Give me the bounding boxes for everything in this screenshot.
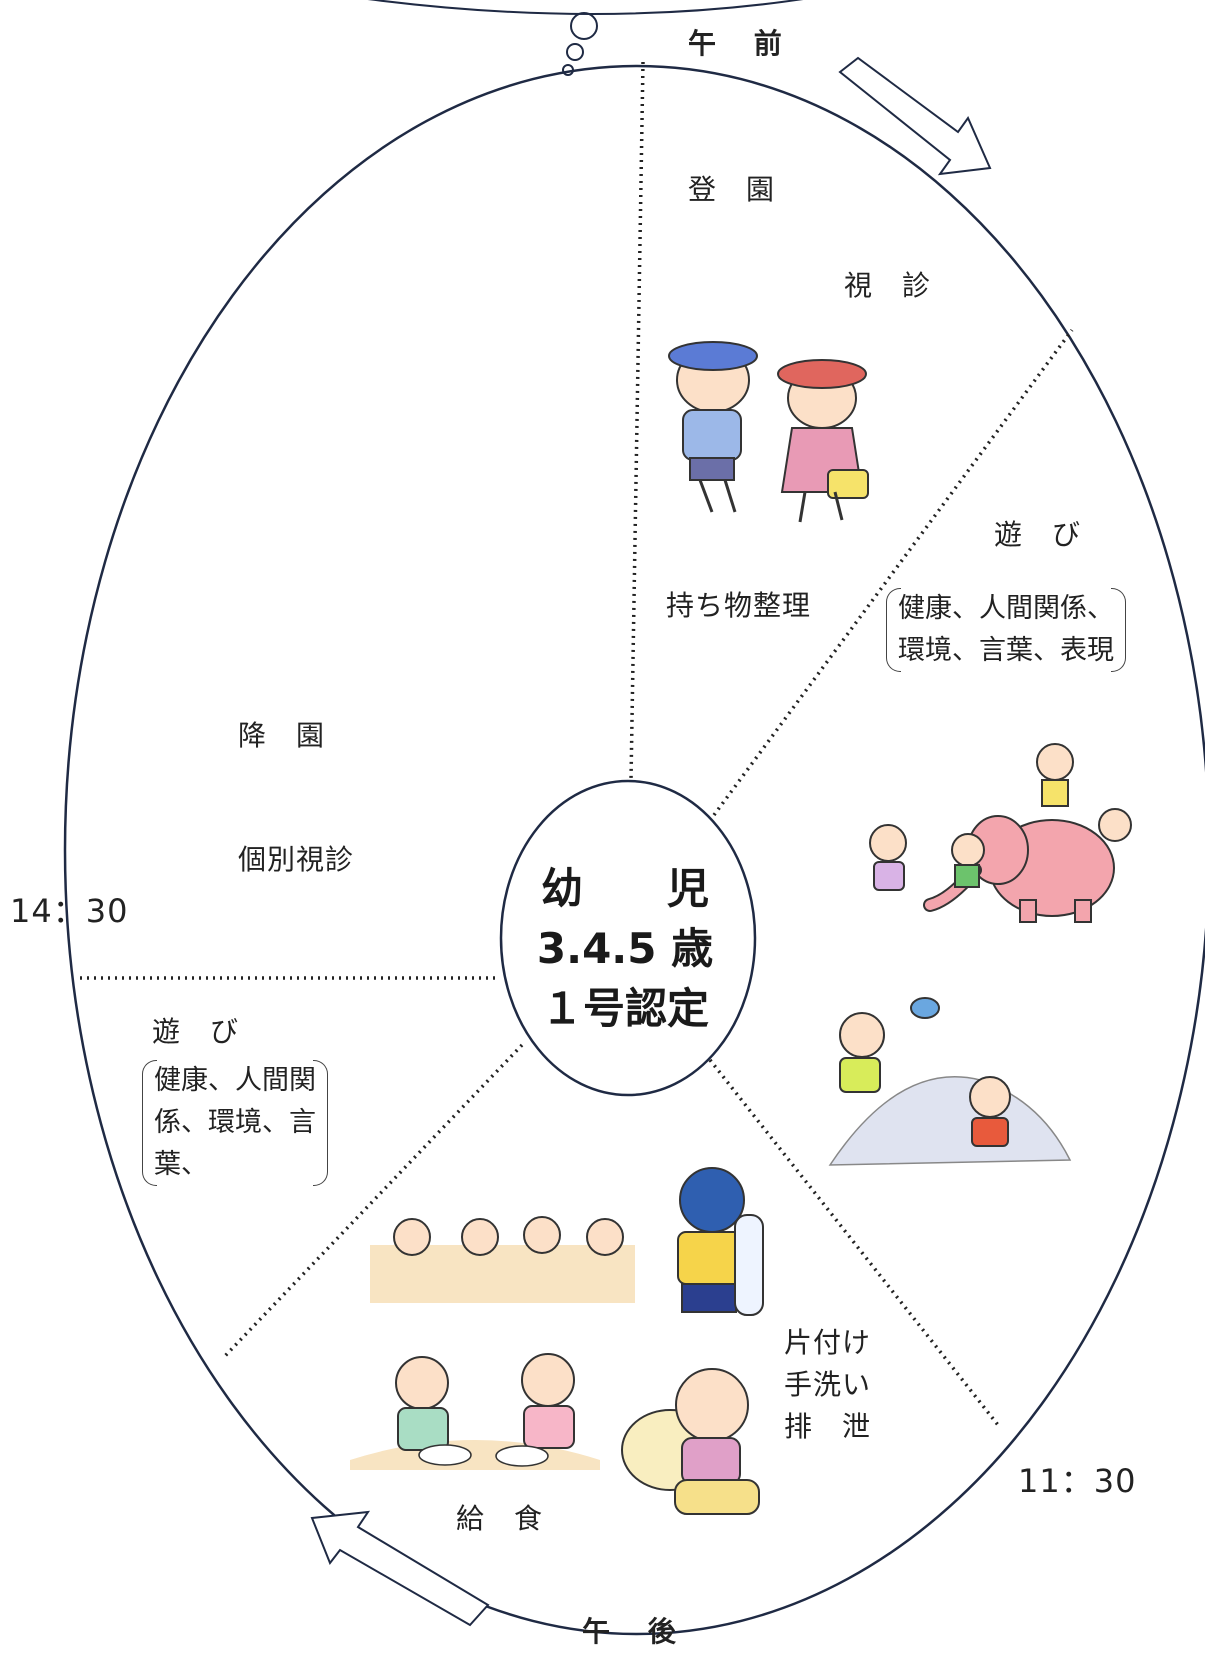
play-pm-areas-line2: 係、環境、言 [154,1107,316,1138]
center-ellipse [499,779,757,1097]
potty-child-illustration [621,1368,760,1515]
time-1430: 14：30 [10,892,129,930]
section-dividers [80,61,1074,1427]
lunch-table-illustration [350,1216,635,1470]
lunch-label: 給 食 [456,1502,544,1535]
toilet-boy-illustration [677,1167,764,1316]
play-am-areas-line1: 健康、人間関係、 [898,593,1114,624]
health-check-label: 視 診 [844,269,932,302]
individual-check-label: 個別視診 [238,843,355,876]
bubble-dot-medium [566,43,584,61]
time-1130: 11：30 [1018,1462,1137,1500]
handwash-label: 手洗い [784,1368,872,1401]
day-cycle-ellipse [63,64,1205,1636]
play-pm-areas-line1: 健康、人間関 [154,1065,316,1096]
play-am-areas-line2: 環境、言葉、表現 [898,635,1114,666]
play-pm-areas-line3: 葉、 [154,1149,208,1180]
play-pm-label: 遊 び [152,1015,240,1048]
arrival-label: 登 園 [688,173,776,206]
play-pm-areas: 健康、人間関 係、環境、言 葉、 [142,1060,328,1186]
divider-lower-right [708,1058,1000,1427]
divider-lower-left [223,1043,524,1358]
play-am-areas: 健康、人間関係、 環境、言葉、表現 [886,588,1126,672]
toileting-label: 排 泄 [784,1410,872,1443]
bubble-dot-large [570,12,598,40]
morning-label: 午 前 [688,27,796,60]
cleanup-block: 片付け 手洗い 排 泄 [784,1322,871,1448]
cleanup-label: 片付け [784,1326,872,1359]
sand-play-illustration [828,997,1072,1166]
divider-top [629,61,645,781]
clockwise-arrow-top-icon [838,56,992,176]
thought-bubble [367,0,804,15]
divider-upper-right [712,328,1074,817]
center-certification: １号認定 [540,984,709,1033]
play-am-label: 遊 び [994,518,1082,551]
departure-label: 降 園 [238,719,326,752]
children-walking-illustration [668,341,869,523]
clockwise-arrow-bottom-icon [310,1510,490,1627]
afternoon-label: 午 後 [582,1615,690,1648]
center-title: 幼 児 [540,864,709,913]
center-age: 3.4.5 歳 [536,924,714,973]
elephant-slide-illustration [869,743,1132,923]
belongings-label: 持ち物整理 [666,589,812,622]
